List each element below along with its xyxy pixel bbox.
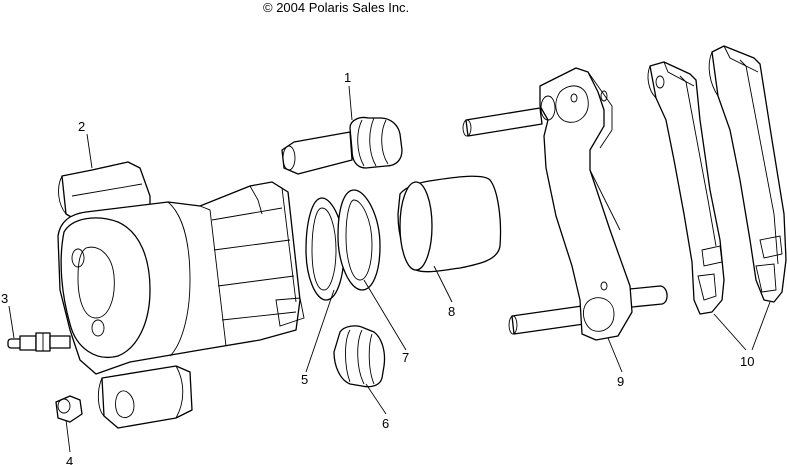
callout-7: 7: [402, 350, 409, 365]
caliper-body: [57, 161, 305, 429]
guide-pin-boot: [281, 116, 403, 175]
callout-10: 10: [740, 354, 754, 369]
callout-2: 2: [78, 119, 85, 134]
leader-lines: [8, 85, 771, 453]
callout-labels: 1 2 3 4 5 6 7 8 9 10: [1, 70, 754, 465]
dust-seal: [337, 189, 381, 291]
bushing: [55, 395, 83, 423]
copyright-notice: © 2004 Polaris Sales Inc.: [263, 0, 410, 15]
callout-3: 3: [1, 291, 8, 306]
piston: [397, 175, 502, 273]
callout-1: 1: [344, 70, 351, 85]
lower-boot: [333, 325, 386, 388]
callout-8: 8: [448, 304, 455, 319]
callout-4: 4: [66, 454, 73, 465]
callout-5: 5: [301, 372, 308, 387]
bleeder-screw: [7, 332, 71, 352]
callout-9: 9: [617, 374, 624, 389]
callout-6: 6: [382, 416, 389, 431]
caliper-bracket: [462, 67, 668, 341]
brake-pads: [647, 45, 787, 315]
